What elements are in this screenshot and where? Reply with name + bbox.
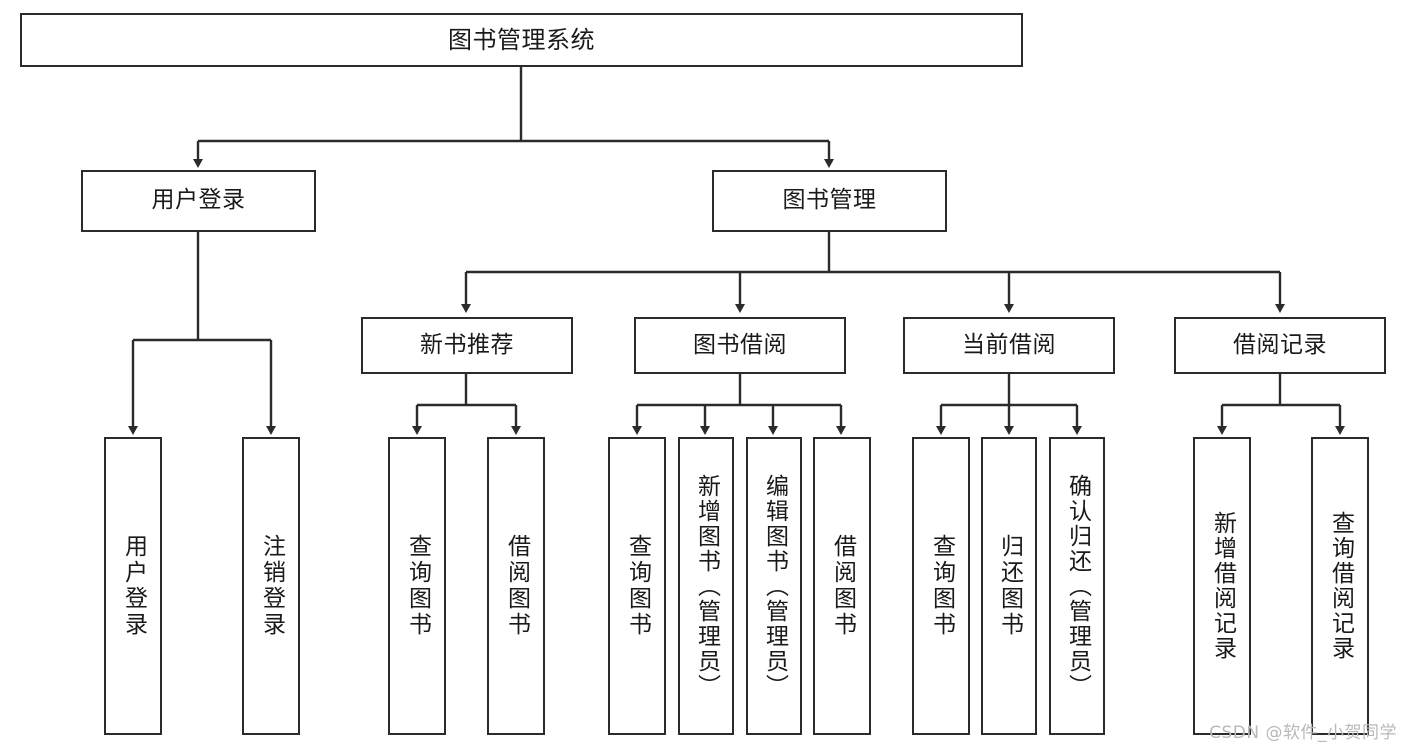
- node-leaf-confirm-return-admin[interactable]: 确认归还（管理员）: [1049, 437, 1105, 735]
- node-leaf-return-book[interactable]: 归还图书: [981, 437, 1037, 735]
- node-leaf-add-borrow-record[interactable]: 新增借阅记录: [1193, 437, 1251, 735]
- node-leaf-query-book-current[interactable]: 查询图书: [912, 437, 970, 735]
- node-user-login[interactable]: 用户登录: [81, 170, 316, 232]
- node-leaf-add-book-admin[interactable]: 新增图书（管理员）: [678, 437, 734, 735]
- node-label: 确认归还（管理员）: [1064, 473, 1091, 699]
- node-label: 图书借阅: [693, 331, 787, 358]
- node-label: 新增借阅记录: [1209, 511, 1236, 661]
- node-leaf-logout[interactable]: 注销登录: [242, 437, 300, 735]
- node-borrow-record[interactable]: 借阅记录: [1174, 317, 1386, 374]
- node-leaf-edit-book-admin[interactable]: 编辑图书（管理员）: [746, 437, 802, 735]
- node-new-book-recommend[interactable]: 新书推荐: [361, 317, 573, 374]
- node-label: 用户登录: [151, 187, 246, 214]
- node-label: 新增图书（管理员）: [693, 473, 720, 699]
- node-label: 查询图书: [928, 534, 955, 638]
- node-label: 查询图书: [624, 534, 651, 638]
- node-label: 查询图书: [404, 534, 431, 638]
- node-book-borrow[interactable]: 图书借阅: [634, 317, 846, 374]
- node-leaf-query-borrow-record[interactable]: 查询借阅记录: [1311, 437, 1369, 735]
- node-label: 借阅图书: [829, 534, 856, 638]
- node-leaf-borrow-book-recommend[interactable]: 借阅图书: [487, 437, 545, 735]
- node-current-borrow[interactable]: 当前借阅: [903, 317, 1115, 374]
- node-leaf-query-book-recommend[interactable]: 查询图书: [388, 437, 446, 735]
- node-label: 注销登录: [258, 534, 285, 638]
- node-label: 借阅图书: [503, 534, 530, 638]
- node-leaf-query-book-borrow[interactable]: 查询图书: [608, 437, 666, 735]
- node-label: 借阅记录: [1233, 331, 1327, 358]
- node-label: 当前借阅: [962, 331, 1056, 358]
- node-label: 用户登录: [120, 534, 147, 638]
- node-leaf-user-login[interactable]: 用户登录: [104, 437, 162, 735]
- node-leaf-borrow-book[interactable]: 借阅图书: [813, 437, 871, 735]
- csdn-watermark: CSDN @软件_小贺同学: [1209, 723, 1397, 743]
- node-label: 查询借阅记录: [1327, 511, 1354, 661]
- node-label: 编辑图书（管理员）: [761, 473, 788, 699]
- node-book-management[interactable]: 图书管理: [712, 170, 947, 232]
- node-label: 新书推荐: [420, 331, 514, 358]
- node-label: 图书管理: [782, 187, 877, 214]
- node-label: 图书管理系统: [448, 25, 595, 54]
- node-label: 归还图书: [996, 534, 1023, 638]
- node-root-book-management-system[interactable]: 图书管理系统: [20, 13, 1023, 67]
